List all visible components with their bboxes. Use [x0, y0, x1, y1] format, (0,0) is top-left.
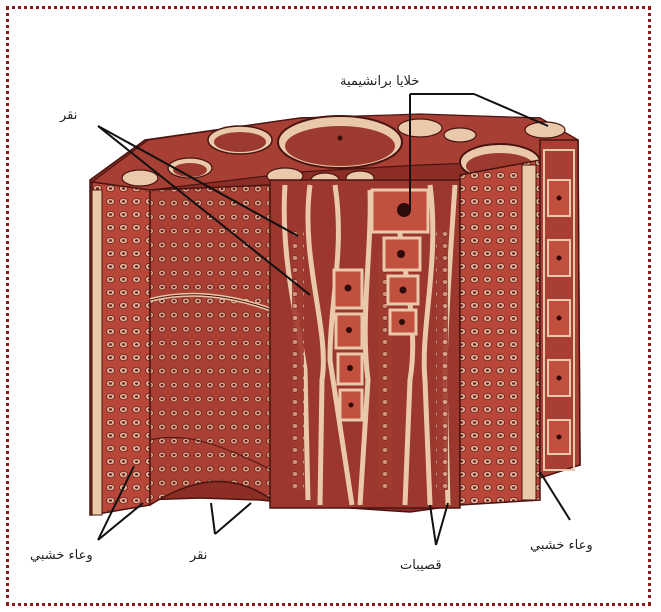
label-pits-bottom: نقر — [190, 548, 207, 564]
label-vessel-left: وعاء خشبي — [30, 548, 93, 564]
label-tracheids: قصيبات — [400, 558, 442, 574]
label-vessel-right: وعاء خشبي — [530, 538, 593, 554]
label-pits-top: نقر — [60, 108, 77, 124]
tracheid-region — [270, 180, 460, 508]
right-vessel-face — [460, 140, 580, 505]
curved-vessel-face — [150, 185, 272, 505]
label-parenchyma: خلايا برانشيمية — [340, 74, 419, 90]
